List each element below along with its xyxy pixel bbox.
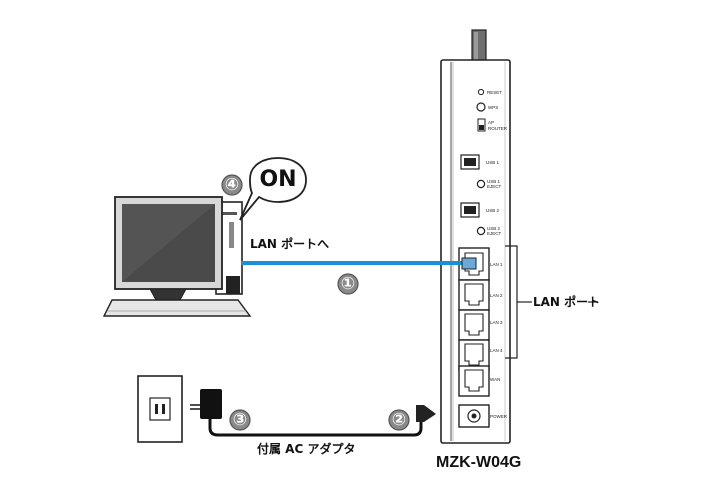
usb1-eject-label-1: USB 1 <box>487 179 501 184</box>
on-label: ON <box>259 167 297 192</box>
lan2-label: LAN 2 <box>490 293 503 298</box>
computer <box>102 196 252 317</box>
power-label: POWER <box>490 414 508 419</box>
wan-label: WAN <box>490 377 500 382</box>
wps-button[interactable] <box>476 102 486 112</box>
lan-cable <box>241 257 477 270</box>
step-3-number: ③ <box>232 410 248 430</box>
model-name: MZK-W04G <box>436 454 522 471</box>
ac-adapter-label: 付属 AC アダプタ <box>257 442 356 456</box>
power-on-bubble <box>239 157 307 221</box>
step-3 <box>229 409 251 431</box>
usb1-label: USB 1 <box>486 160 500 165</box>
usb1-eject-label-2: EJECT <box>487 184 502 189</box>
lan1-label: LAN 1 <box>490 262 503 267</box>
step-2-number: ② <box>391 410 407 430</box>
monitor-stand <box>149 288 187 301</box>
reset-label: RESET <box>487 90 502 95</box>
ac-adapter-body <box>200 389 222 419</box>
wps-label: WPS <box>488 105 498 110</box>
lan-ports-bracket <box>505 245 598 359</box>
lan3-port[interactable] <box>458 309 490 341</box>
mode-switch-router-label: ROUTER <box>488 126 508 131</box>
ac-adapter-cord <box>208 419 423 437</box>
lan-cable-plug <box>461 257 477 270</box>
lan4-port[interactable] <box>458 339 490 371</box>
step-4-number: ④ <box>224 175 240 195</box>
step-1-number: ① <box>340 274 356 294</box>
lan-port-to-label: LAN ポートへ <box>250 237 330 251</box>
usb2-eject-button[interactable] <box>476 226 486 236</box>
wan-port[interactable] <box>458 365 490 397</box>
usb2-eject-label-2: EJECT <box>487 231 502 236</box>
usb2-label: USB 2 <box>486 208 500 213</box>
ac-adapter <box>190 389 436 437</box>
lan4-label: LAN 4 <box>490 348 503 353</box>
router: RESET WPS AP ROUTER USB 1 USB 1 EJECT US… <box>440 29 511 444</box>
lan2-port[interactable] <box>458 279 490 311</box>
usb1-eject-button[interactable] <box>476 179 486 189</box>
step-4 <box>221 174 243 196</box>
keyboard <box>102 299 252 317</box>
step-2 <box>388 409 410 431</box>
lan-port-label: LAN ポート <box>533 295 601 309</box>
antenna-highlight <box>474 32 478 84</box>
mode-switch-ap-label: AP <box>488 120 494 125</box>
lan3-label: LAN 3 <box>490 320 503 325</box>
wall-outlet <box>137 375 183 443</box>
usb2-eject-label-1: USB 2 <box>487 226 501 231</box>
reset-button[interactable] <box>477 88 485 96</box>
ac-adapter-plug <box>416 405 436 422</box>
step-1 <box>337 273 359 295</box>
